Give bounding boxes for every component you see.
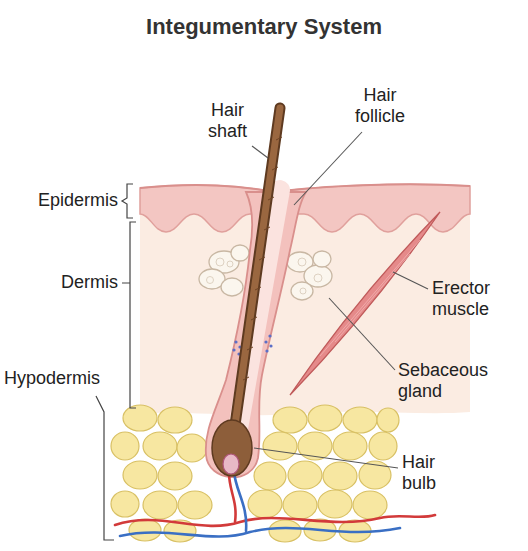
fat-cell	[269, 520, 301, 542]
fat-cell	[369, 432, 397, 460]
hair-bulb	[212, 420, 252, 476]
fat-cell	[111, 432, 139, 460]
leader-line	[252, 132, 428, 468]
epidermis-layer	[140, 184, 470, 192]
sebaceous-gland	[221, 278, 243, 296]
follicle-dot	[234, 340, 237, 343]
hair-bulb	[223, 454, 239, 474]
fat-cell	[308, 405, 342, 431]
layer-bracket	[96, 184, 136, 540]
fat-cell	[343, 407, 377, 433]
fat-cell	[353, 491, 387, 519]
sebaceous-gland	[291, 282, 313, 300]
leader-line	[329, 298, 395, 370]
follicle-dot	[268, 334, 271, 337]
fat-cell	[123, 405, 157, 431]
sebaceous-cell	[207, 277, 214, 284]
follicle-dot	[264, 340, 267, 343]
fat-cell	[158, 462, 192, 490]
hair-shaft	[234, 108, 282, 432]
layer-bracket	[96, 396, 114, 540]
sebaceous-cell	[300, 288, 306, 294]
fat-cell	[283, 491, 317, 519]
fat-cell	[377, 408, 399, 432]
fat-cell	[333, 432, 367, 460]
blood-vessel	[234, 472, 246, 531]
follicle-dot	[265, 349, 268, 352]
sebaceous-cell	[216, 258, 224, 266]
part-label: Hair follicle	[340, 85, 420, 127]
fat-cell	[177, 434, 207, 462]
fat-cell	[263, 432, 297, 460]
layer-bracket	[122, 222, 136, 408]
fat-cell	[129, 519, 161, 541]
diagram-title: Integumentary System	[0, 14, 528, 40]
hair-follicle	[206, 190, 306, 477]
part-label: Hypodermis	[4, 368, 124, 389]
hair-shaft	[234, 108, 280, 432]
fat-cell	[143, 432, 177, 460]
sebaceous-cell	[227, 261, 233, 267]
part-label: Epidermis	[10, 190, 118, 211]
fat-cell	[143, 491, 177, 519]
sebaceous-gland	[313, 251, 331, 267]
leader-line	[294, 132, 362, 205]
fat-cell	[288, 461, 322, 489]
part-label: Hair bulb	[402, 452, 462, 494]
sebaceous-cell	[298, 258, 306, 266]
sebaceous-cell	[314, 274, 322, 282]
part-label: Dermis	[10, 272, 118, 293]
part-label: Erector muscle	[432, 278, 522, 320]
part-label: Sebaceous gland	[398, 360, 508, 402]
hair-bulb	[212, 420, 252, 476]
layer-bracket	[122, 184, 133, 218]
hair-shaft	[234, 108, 280, 432]
fat-cell	[111, 491, 139, 517]
leader-line	[252, 146, 268, 158]
fat-cell	[273, 407, 307, 433]
fat-cell	[178, 491, 212, 519]
leader-line	[393, 272, 428, 289]
fat-cell	[318, 490, 352, 518]
fat-cell	[158, 407, 192, 433]
fat-cell	[323, 462, 357, 490]
fat-cell	[248, 490, 282, 518]
blood-vessel	[115, 470, 435, 537]
leader-line	[254, 448, 398, 468]
fat-cell	[298, 432, 332, 460]
fat-cell	[254, 462, 286, 490]
fat-cell	[123, 461, 157, 489]
follicle-dot	[232, 348, 235, 351]
follicle-dot	[269, 344, 272, 347]
sebaceous-gland	[231, 245, 249, 261]
blood-vessel	[120, 528, 400, 537]
part-label: Hair shaft	[195, 100, 260, 142]
hair-shaft	[243, 137, 282, 380]
blood-vessel	[115, 515, 435, 526]
erector-muscle	[320, 240, 420, 356]
